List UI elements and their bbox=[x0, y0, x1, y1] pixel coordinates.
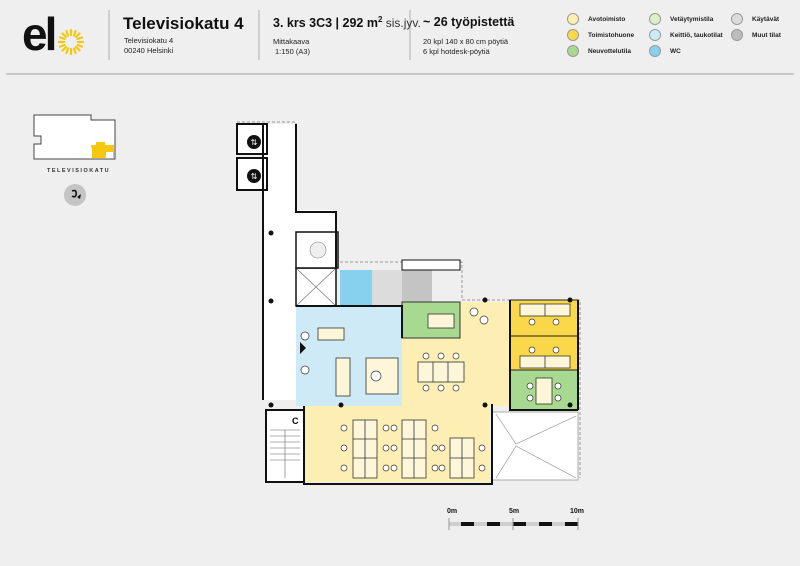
scale-bar bbox=[448, 518, 579, 530]
floor-unit: sis.jyv. bbox=[382, 16, 421, 31]
legend-item-neuvottelutila: Neuvottelutila bbox=[567, 44, 631, 58]
desk-line-1: 20 kpl 140 x 80 cm pöytiä bbox=[423, 37, 509, 46]
legend-item-wc: WC bbox=[649, 44, 681, 58]
swatch-icon bbox=[567, 45, 579, 57]
building-title: Televisiokatu 4 bbox=[123, 14, 244, 33]
legend-item-kaytavat: Käytävät bbox=[731, 12, 779, 26]
north-arrow-icon bbox=[64, 184, 86, 206]
swatch-icon bbox=[731, 13, 743, 25]
elevator-icon bbox=[247, 135, 261, 149]
swatch-icon bbox=[649, 45, 661, 57]
scalebar-label-5: 5m bbox=[509, 508, 520, 515]
scale-info: Mittakaava 1:150 (A3) bbox=[273, 37, 310, 57]
legend-item-muut-tilat: Muut tilat bbox=[731, 28, 781, 42]
scale-label: Mittakaava bbox=[273, 37, 310, 46]
swatch-icon bbox=[649, 13, 661, 25]
workstation-count: ~ 26 työpistettä bbox=[423, 15, 515, 29]
legend-item-toimistohuone: Toimistohuone bbox=[567, 28, 634, 42]
desk-clusters bbox=[317, 303, 571, 479]
header-divider bbox=[108, 10, 110, 60]
swatch-icon bbox=[567, 13, 579, 25]
elo-logo: el bbox=[22, 8, 84, 62]
header-rule bbox=[6, 73, 794, 75]
address-city: 00240 Helsinki bbox=[124, 46, 174, 55]
scale-value: 1:150 (A3) bbox=[275, 47, 311, 56]
floor-text: 3. krs 3C3 | 292 m bbox=[273, 16, 378, 31]
scalebar-label-0: 0m bbox=[447, 508, 458, 515]
legend-item-avotoimisto: Avotoimisto bbox=[567, 12, 625, 26]
key-map bbox=[33, 114, 116, 160]
address: Televisiokatu 4 00240 Helsinki bbox=[124, 36, 173, 56]
sun-icon bbox=[58, 29, 84, 55]
street-label: TELEVISIOKATU bbox=[47, 168, 111, 174]
swatch-icon bbox=[649, 29, 661, 41]
header-divider bbox=[258, 10, 260, 60]
desk-info: 20 kpl 140 x 80 cm pöytiä 6 kpl hotdesk-… bbox=[423, 37, 508, 57]
logo-text: el bbox=[22, 8, 57, 60]
legend-item-keittio: Keittiö, taukotilat bbox=[649, 28, 723, 42]
header-divider bbox=[409, 10, 411, 60]
floor-sup: 2 bbox=[377, 15, 383, 24]
desk-line-2: 6 kpl hotdesk-pöytiä bbox=[423, 47, 490, 56]
scalebar-label-10: 10m bbox=[570, 508, 585, 515]
elevator-icon bbox=[247, 169, 261, 183]
stair-label: C bbox=[292, 416, 299, 426]
swatch-icon bbox=[731, 29, 743, 41]
floor-area: 3. krs 3C3 | 292 m2 sis.jyv. bbox=[273, 15, 421, 30]
address-street: Televisiokatu 4 bbox=[124, 36, 174, 45]
svg-text:⇅: ⇅ bbox=[251, 172, 258, 181]
svg-text:⇅: ⇅ bbox=[251, 138, 258, 147]
swatch-icon bbox=[567, 29, 579, 41]
floor-plan: ⇅ ⇅ C bbox=[236, 121, 581, 485]
legend-item-vetaytymistila: Vetäytymistila bbox=[649, 12, 713, 26]
